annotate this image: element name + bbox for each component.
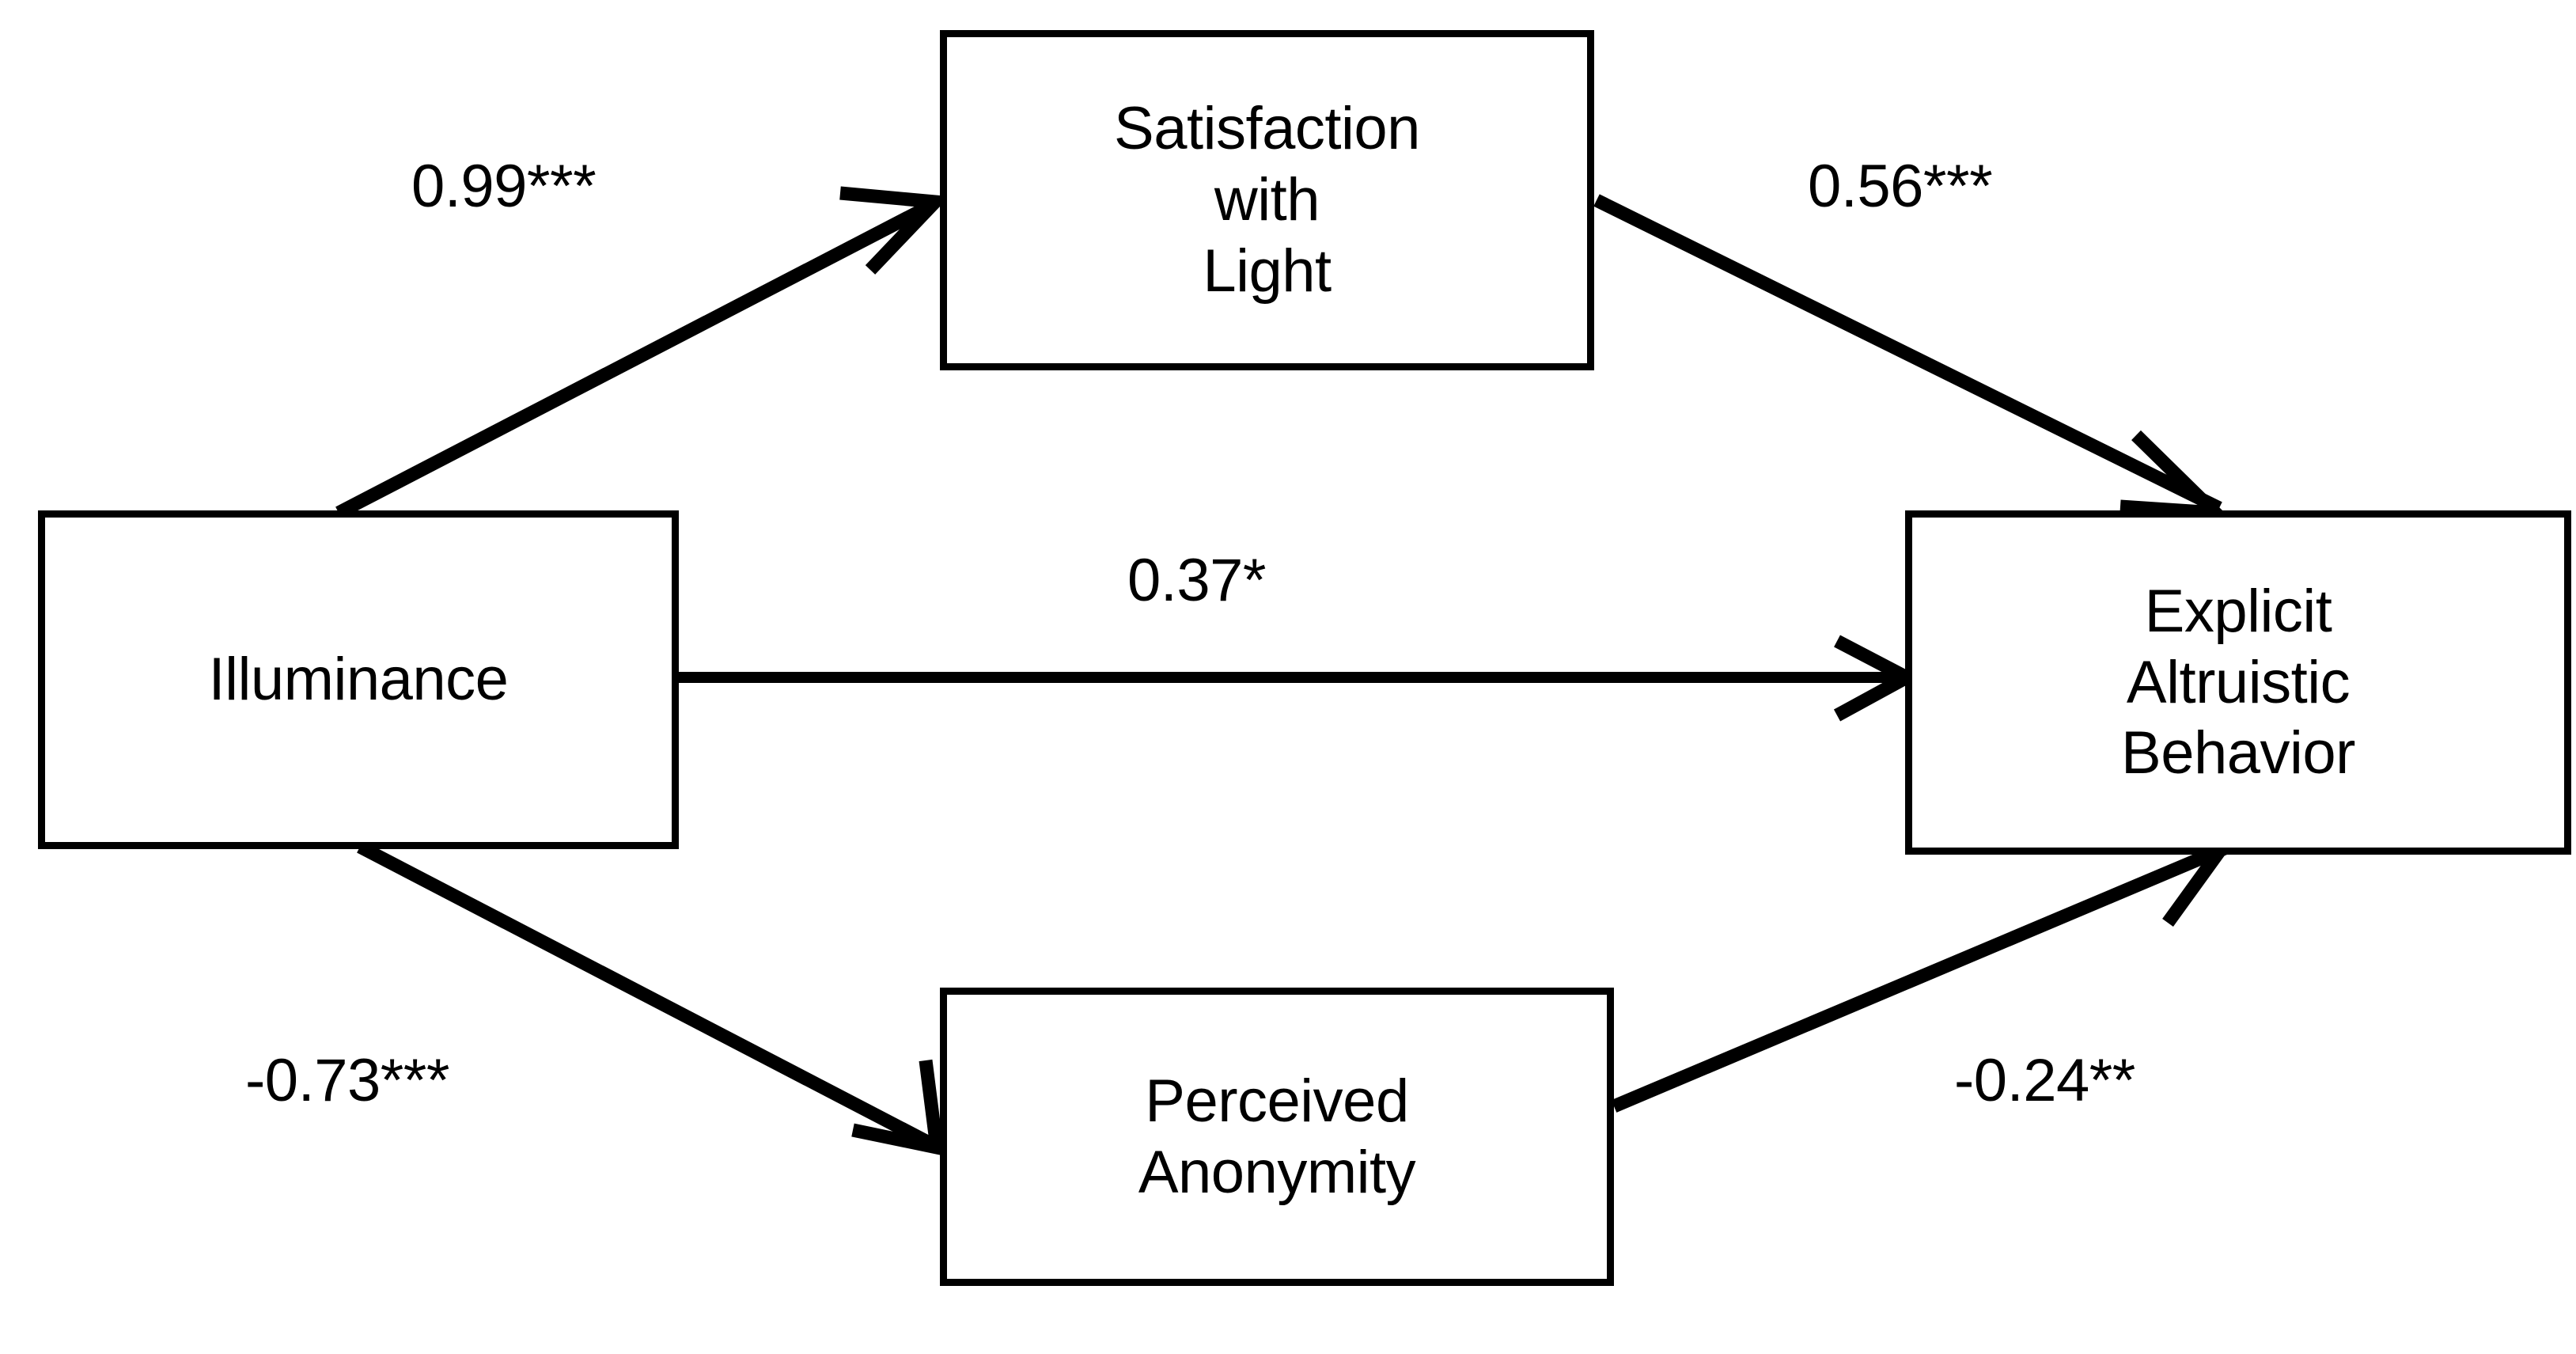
node-illuminance: Illuminance — [38, 510, 679, 849]
edge-illuminance-to-anonymity — [357, 840, 945, 1156]
node-explicit-altruistic-behavior-label: Explicit Altruistic Behavior — [2121, 577, 2355, 787]
node-satisfaction-with-light-label: Satisfaction with Light — [1114, 95, 1420, 305]
node-explicit-altruistic-behavior: Explicit Altruistic Behavior — [1905, 510, 2571, 855]
edge-illuminance-to-satisfaction — [335, 186, 950, 519]
edge-label-anonymity-to-explicit: -0.24** — [1954, 1047, 2135, 1114]
node-illuminance-label: Illuminance — [208, 646, 509, 714]
node-satisfaction-with-light: Satisfaction with Light — [940, 30, 1594, 370]
edge-satisfaction-to-explicit — [1593, 194, 2233, 521]
edge-label-illuminance-to-anonymity: -0.73*** — [245, 1047, 449, 1114]
node-perceived-anonymity: Perceived Anonymity — [940, 988, 1614, 1286]
edge-label-illuminance-to-satisfaction: 0.99*** — [411, 153, 597, 220]
edge-illuminance-to-explicit — [679, 635, 1922, 722]
edge-label-illuminance-to-explicit: 0.37* — [1127, 547, 1267, 614]
node-perceived-anonymity-label: Perceived Anonymity — [1138, 1067, 1416, 1206]
edge-label-satisfaction-to-explicit: 0.56*** — [1808, 153, 1993, 220]
